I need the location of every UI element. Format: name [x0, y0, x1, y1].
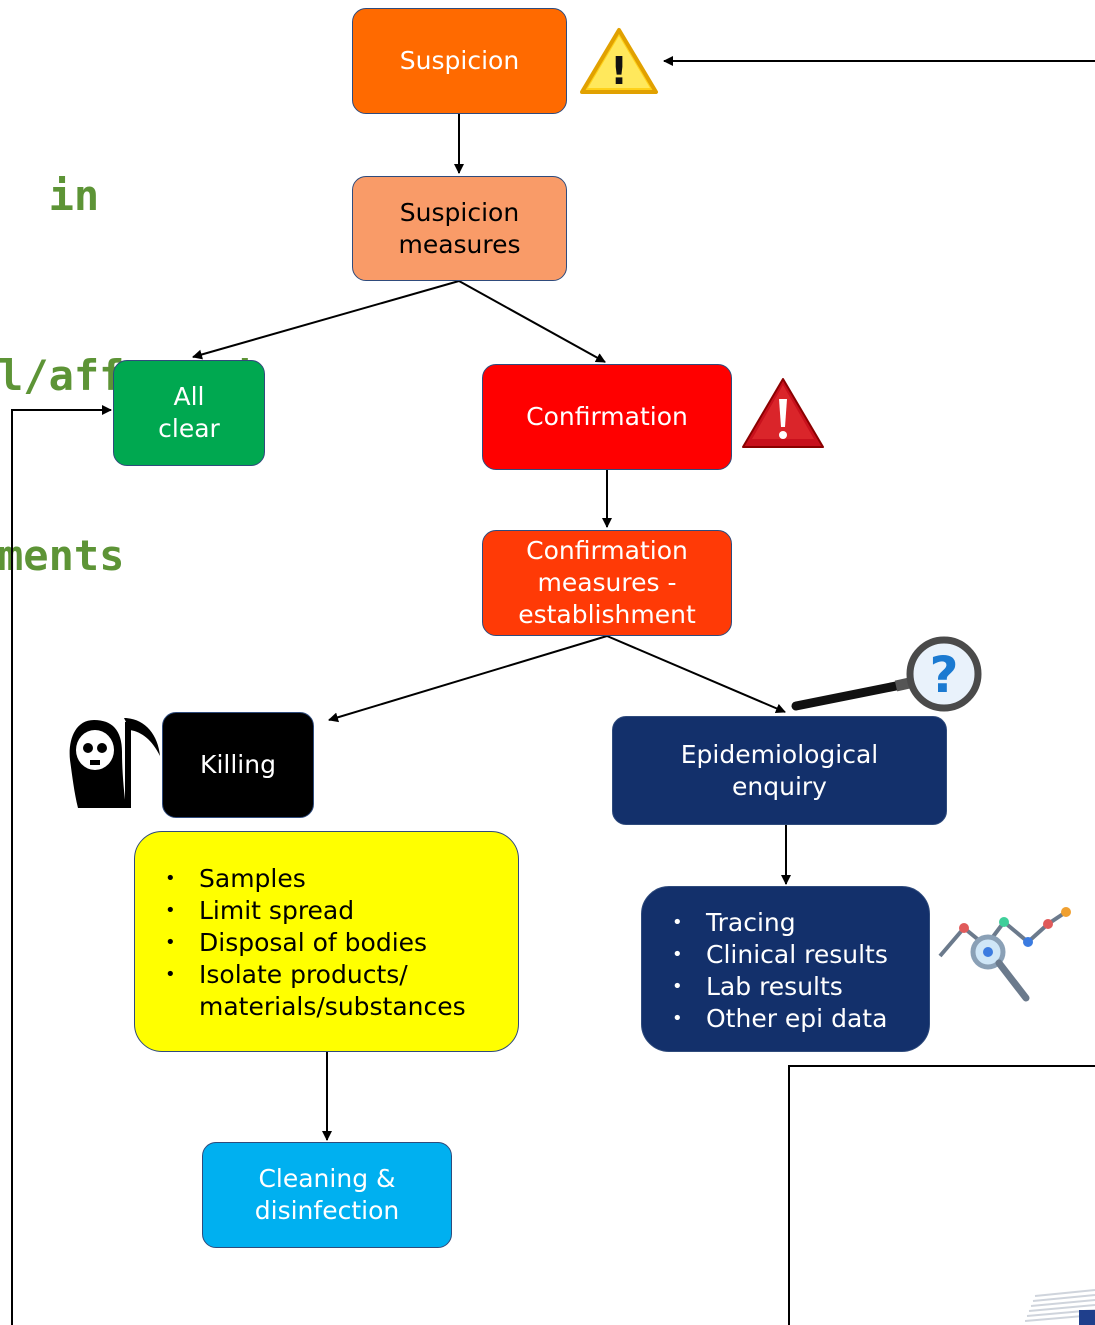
- list-item: Limit spread: [161, 895, 518, 927]
- confirmation-measures-line-2: measures -: [537, 568, 677, 597]
- all-clear-line-1: All: [173, 382, 205, 411]
- epi-actions-list: Tracing Clinical results Lab results Oth…: [668, 907, 929, 1035]
- confirmation-measures-box: Confirmation measures - establishment: [482, 530, 732, 636]
- list-item: Other epi data: [668, 1003, 929, 1035]
- killing-actions-box: Samples Limit spread Disposal of bodies …: [134, 831, 519, 1052]
- list-item: Tracing: [668, 907, 929, 939]
- feedback-arrow-left: [11, 405, 112, 1325]
- suspicion-box: Suspicion: [352, 8, 567, 114]
- list-item: Clinical results: [668, 939, 929, 971]
- arrow-to-epi-enquiry: [606, 635, 786, 714]
- list-item: Disposal of bodies: [161, 927, 518, 959]
- list-item: Lab results: [668, 971, 929, 1003]
- data-analysis-icon: [938, 907, 1071, 1002]
- arrow-to-all-clear: [192, 280, 460, 360]
- suspicion-measures-line-2: measures: [398, 229, 521, 259]
- cleaning-box: Cleaning & disinfection: [202, 1142, 452, 1248]
- list-item: Isolate products/: [161, 959, 518, 991]
- confirmation-label: Confirmation: [526, 402, 688, 431]
- epi-enquiry-line-2: enquiry: [732, 771, 827, 801]
- confirmation-measures-line-3: establishment: [518, 600, 696, 629]
- list-item: Samples: [161, 863, 518, 895]
- arrow-to-killing: [328, 635, 608, 723]
- title-line-3: ments: [0, 531, 125, 580]
- killing-actions-list: Samples Limit spread Disposal of bodies …: [161, 863, 518, 1023]
- confirmation-measures-line-1: Confirmation: [526, 536, 688, 565]
- list-item-continuation: materials/substances: [199, 992, 466, 1021]
- epi-actions-box: Tracing Clinical results Lab results Oth…: [641, 886, 930, 1052]
- all-clear-line-2: clear: [158, 414, 220, 443]
- epi-enquiry-line-1: Epidemiological: [680, 739, 879, 769]
- killing-box: Killing: [162, 712, 314, 818]
- cleaning-line-2: disinfection: [254, 1196, 400, 1225]
- suspicion-measures-line-1: Suspicion: [399, 197, 520, 227]
- suspicion-measures-box: Suspicion measures: [352, 176, 567, 281]
- alert-triangle-icon: [742, 378, 824, 448]
- all-clear-box: All clear: [113, 360, 265, 466]
- cleaning-line-1: Cleaning &: [258, 1164, 396, 1193]
- eu-flag-icon: [1025, 1289, 1095, 1325]
- killing-label: Killing: [200, 750, 276, 779]
- feedback-line-right: [788, 1065, 1095, 1325]
- svg-text:?: ?: [929, 646, 958, 704]
- magnifier-question-icon: ?: [791, 636, 982, 712]
- svg-text:!: !: [610, 49, 627, 93]
- confirmation-box: Confirmation: [482, 364, 732, 470]
- arrow-to-confirmation: [458, 280, 606, 363]
- title-line-1: in: [0, 171, 100, 220]
- epi-enquiry-box: Epidemiological enquiry: [612, 716, 947, 825]
- suspicion-label: Suspicion: [399, 46, 520, 75]
- warning-triangle-icon: !: [580, 28, 658, 94]
- grim-reaper-icon: [69, 718, 160, 808]
